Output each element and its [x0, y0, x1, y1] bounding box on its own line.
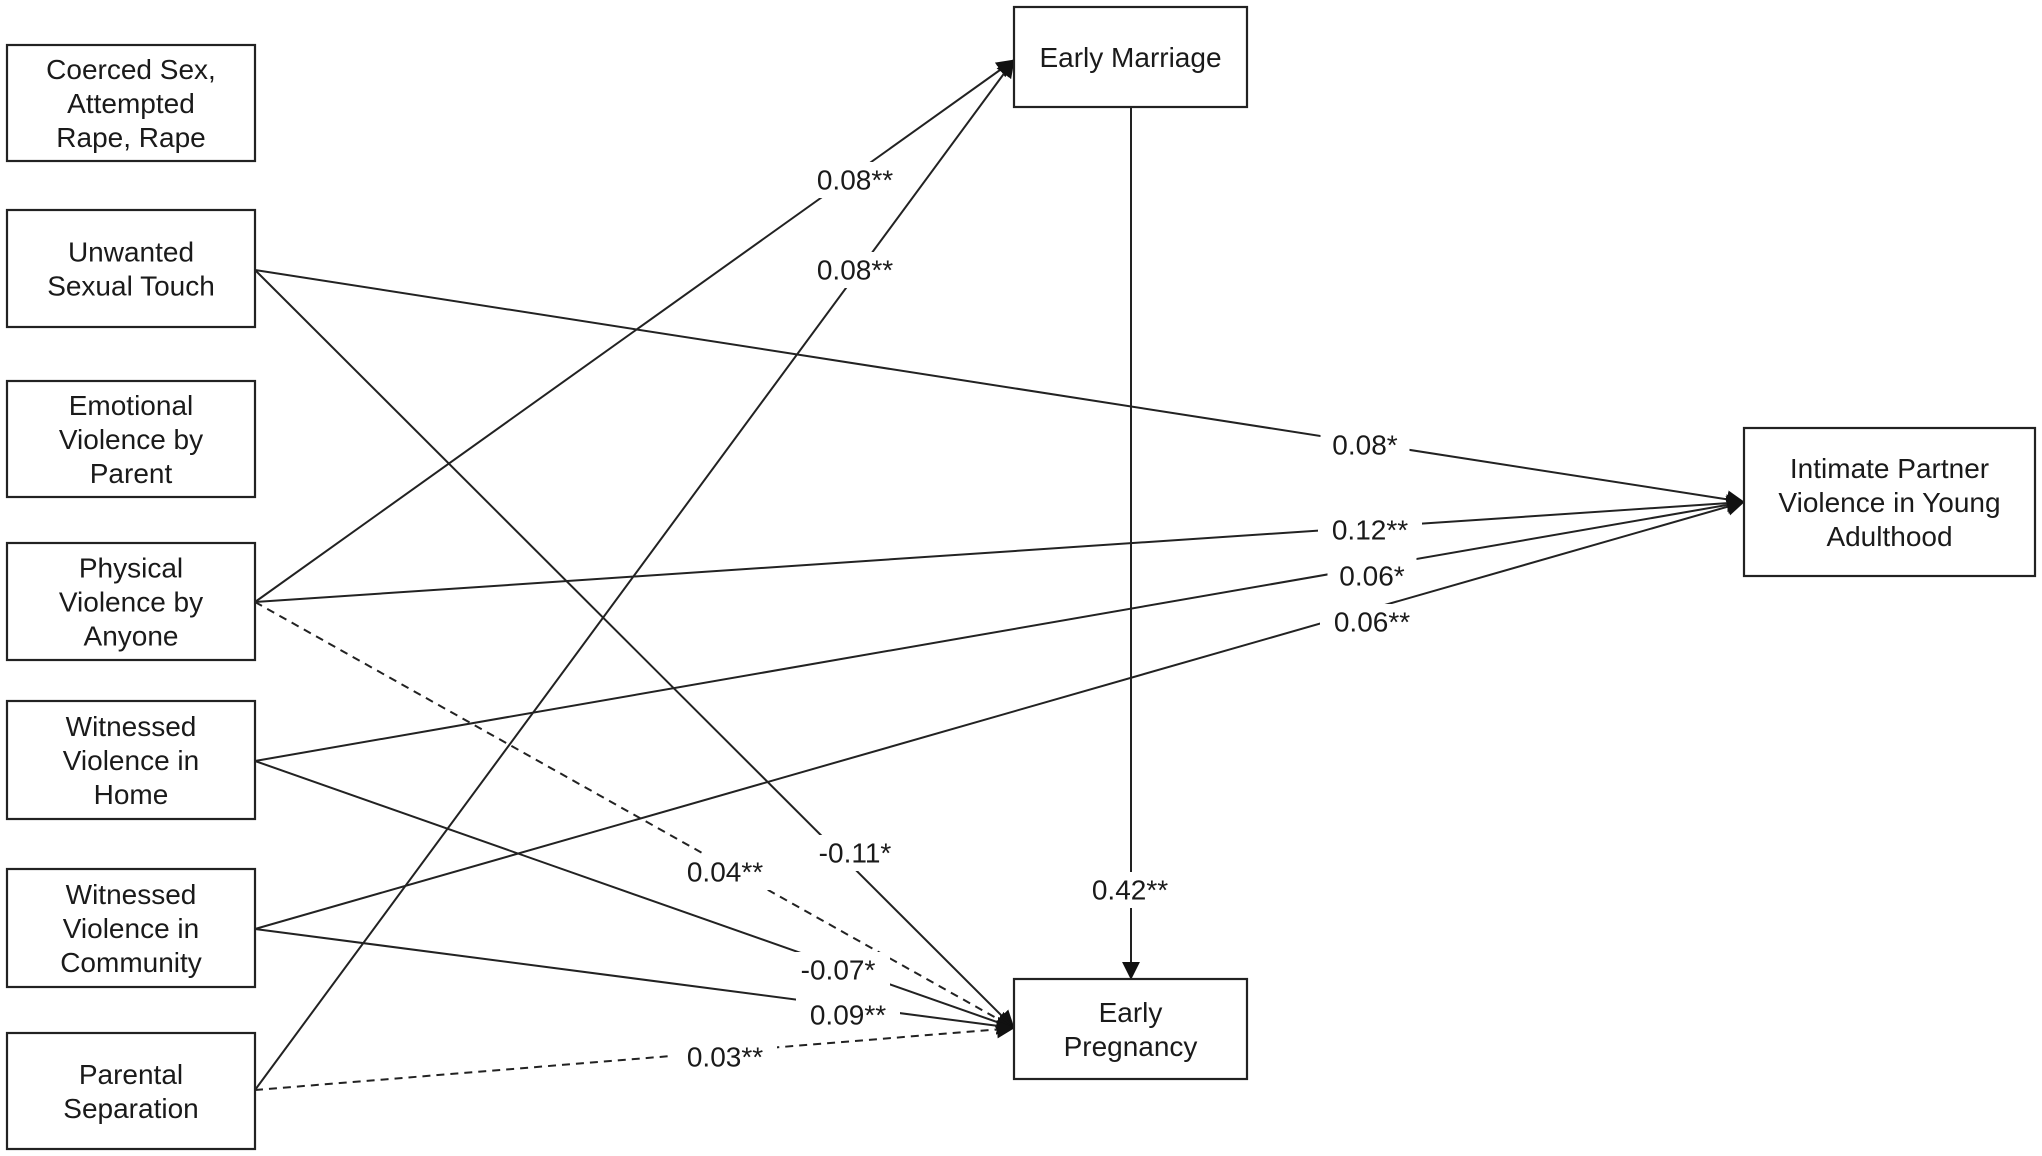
node-label-line: Physical [79, 553, 183, 584]
node-box [5, 867, 257, 989]
coefficient-label-background [1320, 604, 1424, 640]
coefficient-value: 0.06* [1339, 561, 1404, 592]
coefficient-value: 0.42** [1092, 875, 1168, 906]
coefficient-label: 0.06* [1327, 558, 1417, 594]
node-box [5, 379, 257, 499]
node-label-line: Pregnancy [1064, 1031, 1198, 1062]
coefficient-value: 0.08** [817, 255, 893, 286]
edges-layer [254, 59, 1745, 1091]
coefficient-label-background [796, 997, 900, 1033]
node-box [1012, 977, 1249, 1081]
node-label-line: Home [94, 779, 169, 810]
path-arrow-parental-separation-to-early-pregnancy [254, 1020, 1015, 1091]
coefficient-value: -0.11* [819, 838, 892, 869]
coefficient-label: 0.12** [1318, 512, 1422, 548]
coefficient-value: 0.04** [687, 857, 763, 888]
path-arrow-unwanted-touch-to-ipv [254, 269, 1745, 509]
node-label-line: Attempted [67, 88, 195, 119]
node-label-line: Anyone [84, 621, 179, 652]
path-arrow-witnessed-home-to-early-pregnancy [254, 760, 1015, 1031]
node-early-marriage: Early Marriage [1012, 5, 1249, 109]
path-arrow-parental-separation-to-early-marriage [254, 59, 1015, 1091]
coefficient-label-background [1320, 427, 1410, 463]
node-box [5, 208, 257, 329]
coefficient-label-background [803, 835, 907, 871]
coefficient-label: -0.11* [803, 835, 907, 871]
node-label-line: Unwanted [68, 237, 194, 268]
path-arrow-witnessed-community-to-ipv [254, 498, 1745, 930]
path-arrow-physical-violence-to-early-marriage [254, 59, 1015, 603]
node-label-line: Early Marriage [1039, 42, 1221, 73]
coefficient-label: 0.09** [796, 997, 900, 1033]
node-box [5, 699, 257, 821]
coefficient-value: 0.08** [817, 165, 893, 196]
coefficient-value: 0.08* [1332, 430, 1397, 461]
coefficient-value: 0.09** [810, 1000, 886, 1031]
coefficient-label: 0.06** [1320, 604, 1424, 640]
node-label-line: Rape, Rape [56, 122, 205, 153]
path-arrow-physical-violence-to-ipv [254, 494, 1745, 603]
node-box [5, 43, 257, 163]
node-box [1012, 5, 1249, 109]
coefficient-label-background [1078, 872, 1182, 908]
node-label-line: Emotional [69, 390, 194, 421]
coefficient-value: 0.03** [687, 1042, 763, 1073]
node-label-line: Parent [90, 458, 173, 489]
coefficient-label-background [1327, 558, 1417, 594]
node-box [5, 541, 257, 662]
node-label-line: Adulthood [1826, 521, 1952, 552]
coefficient-label-background [1318, 512, 1422, 548]
node-label-line: Witnessed [66, 711, 197, 742]
node-label-line: Coerced Sex, [46, 54, 216, 85]
node-label-line: Violence by [59, 424, 203, 455]
coefficient-label: 0.42** [1078, 872, 1182, 908]
coefficient-value: -0.07* [801, 955, 876, 986]
coefficient-value: 0.06** [1334, 607, 1410, 638]
node-box [5, 1031, 257, 1151]
node-label-line: Sexual Touch [47, 271, 215, 302]
path-arrow-witnessed-home-to-ipv [254, 496, 1745, 762]
node-label-line: Witnessed [66, 879, 197, 910]
coefficient-label-background [803, 162, 907, 198]
node-label-line: Violence in [63, 913, 199, 944]
coefficient-label: -0.07* [786, 952, 890, 988]
node-label-line: Violence in [63, 745, 199, 776]
node-label-line: Parental [79, 1059, 183, 1090]
coefficient-label: 0.08* [1320, 427, 1410, 463]
path-arrow-unwanted-touch-to-early-pregnancy [254, 269, 1015, 1029]
coefficient-label-background [786, 952, 890, 988]
path-arrow-physical-violence-to-early-pregnancy [254, 601, 1015, 1029]
coefficient-value: 0.12** [1332, 515, 1408, 546]
coefficient-label-background [803, 252, 907, 288]
coefficient-label-background [673, 854, 777, 890]
node-label-line: Early [1099, 997, 1163, 1028]
coefficient-label: 0.08** [803, 252, 907, 288]
coefficient-label: 0.04** [673, 854, 777, 890]
node-label-line: Intimate Partner [1790, 453, 1989, 484]
node-label-line: Separation [63, 1093, 198, 1124]
node-label-line: Violence in Young [1778, 487, 2000, 518]
coefficient-label: 0.08** [803, 162, 907, 198]
path-arrow-witnessed-community-to-early-pregnancy [254, 928, 1015, 1035]
coefficient-labels-layer: 0.08** 0.08** 0.08* 0.12** 0.06* 0.06** -0.11*… [673, 162, 1424, 1075]
node-box [1742, 426, 2037, 578]
coefficient-label: 0.03** [673, 1039, 777, 1075]
node-label-line: Community [60, 947, 202, 978]
node-label-line: Violence by [59, 587, 203, 618]
coefficient-label-background [673, 1039, 777, 1075]
